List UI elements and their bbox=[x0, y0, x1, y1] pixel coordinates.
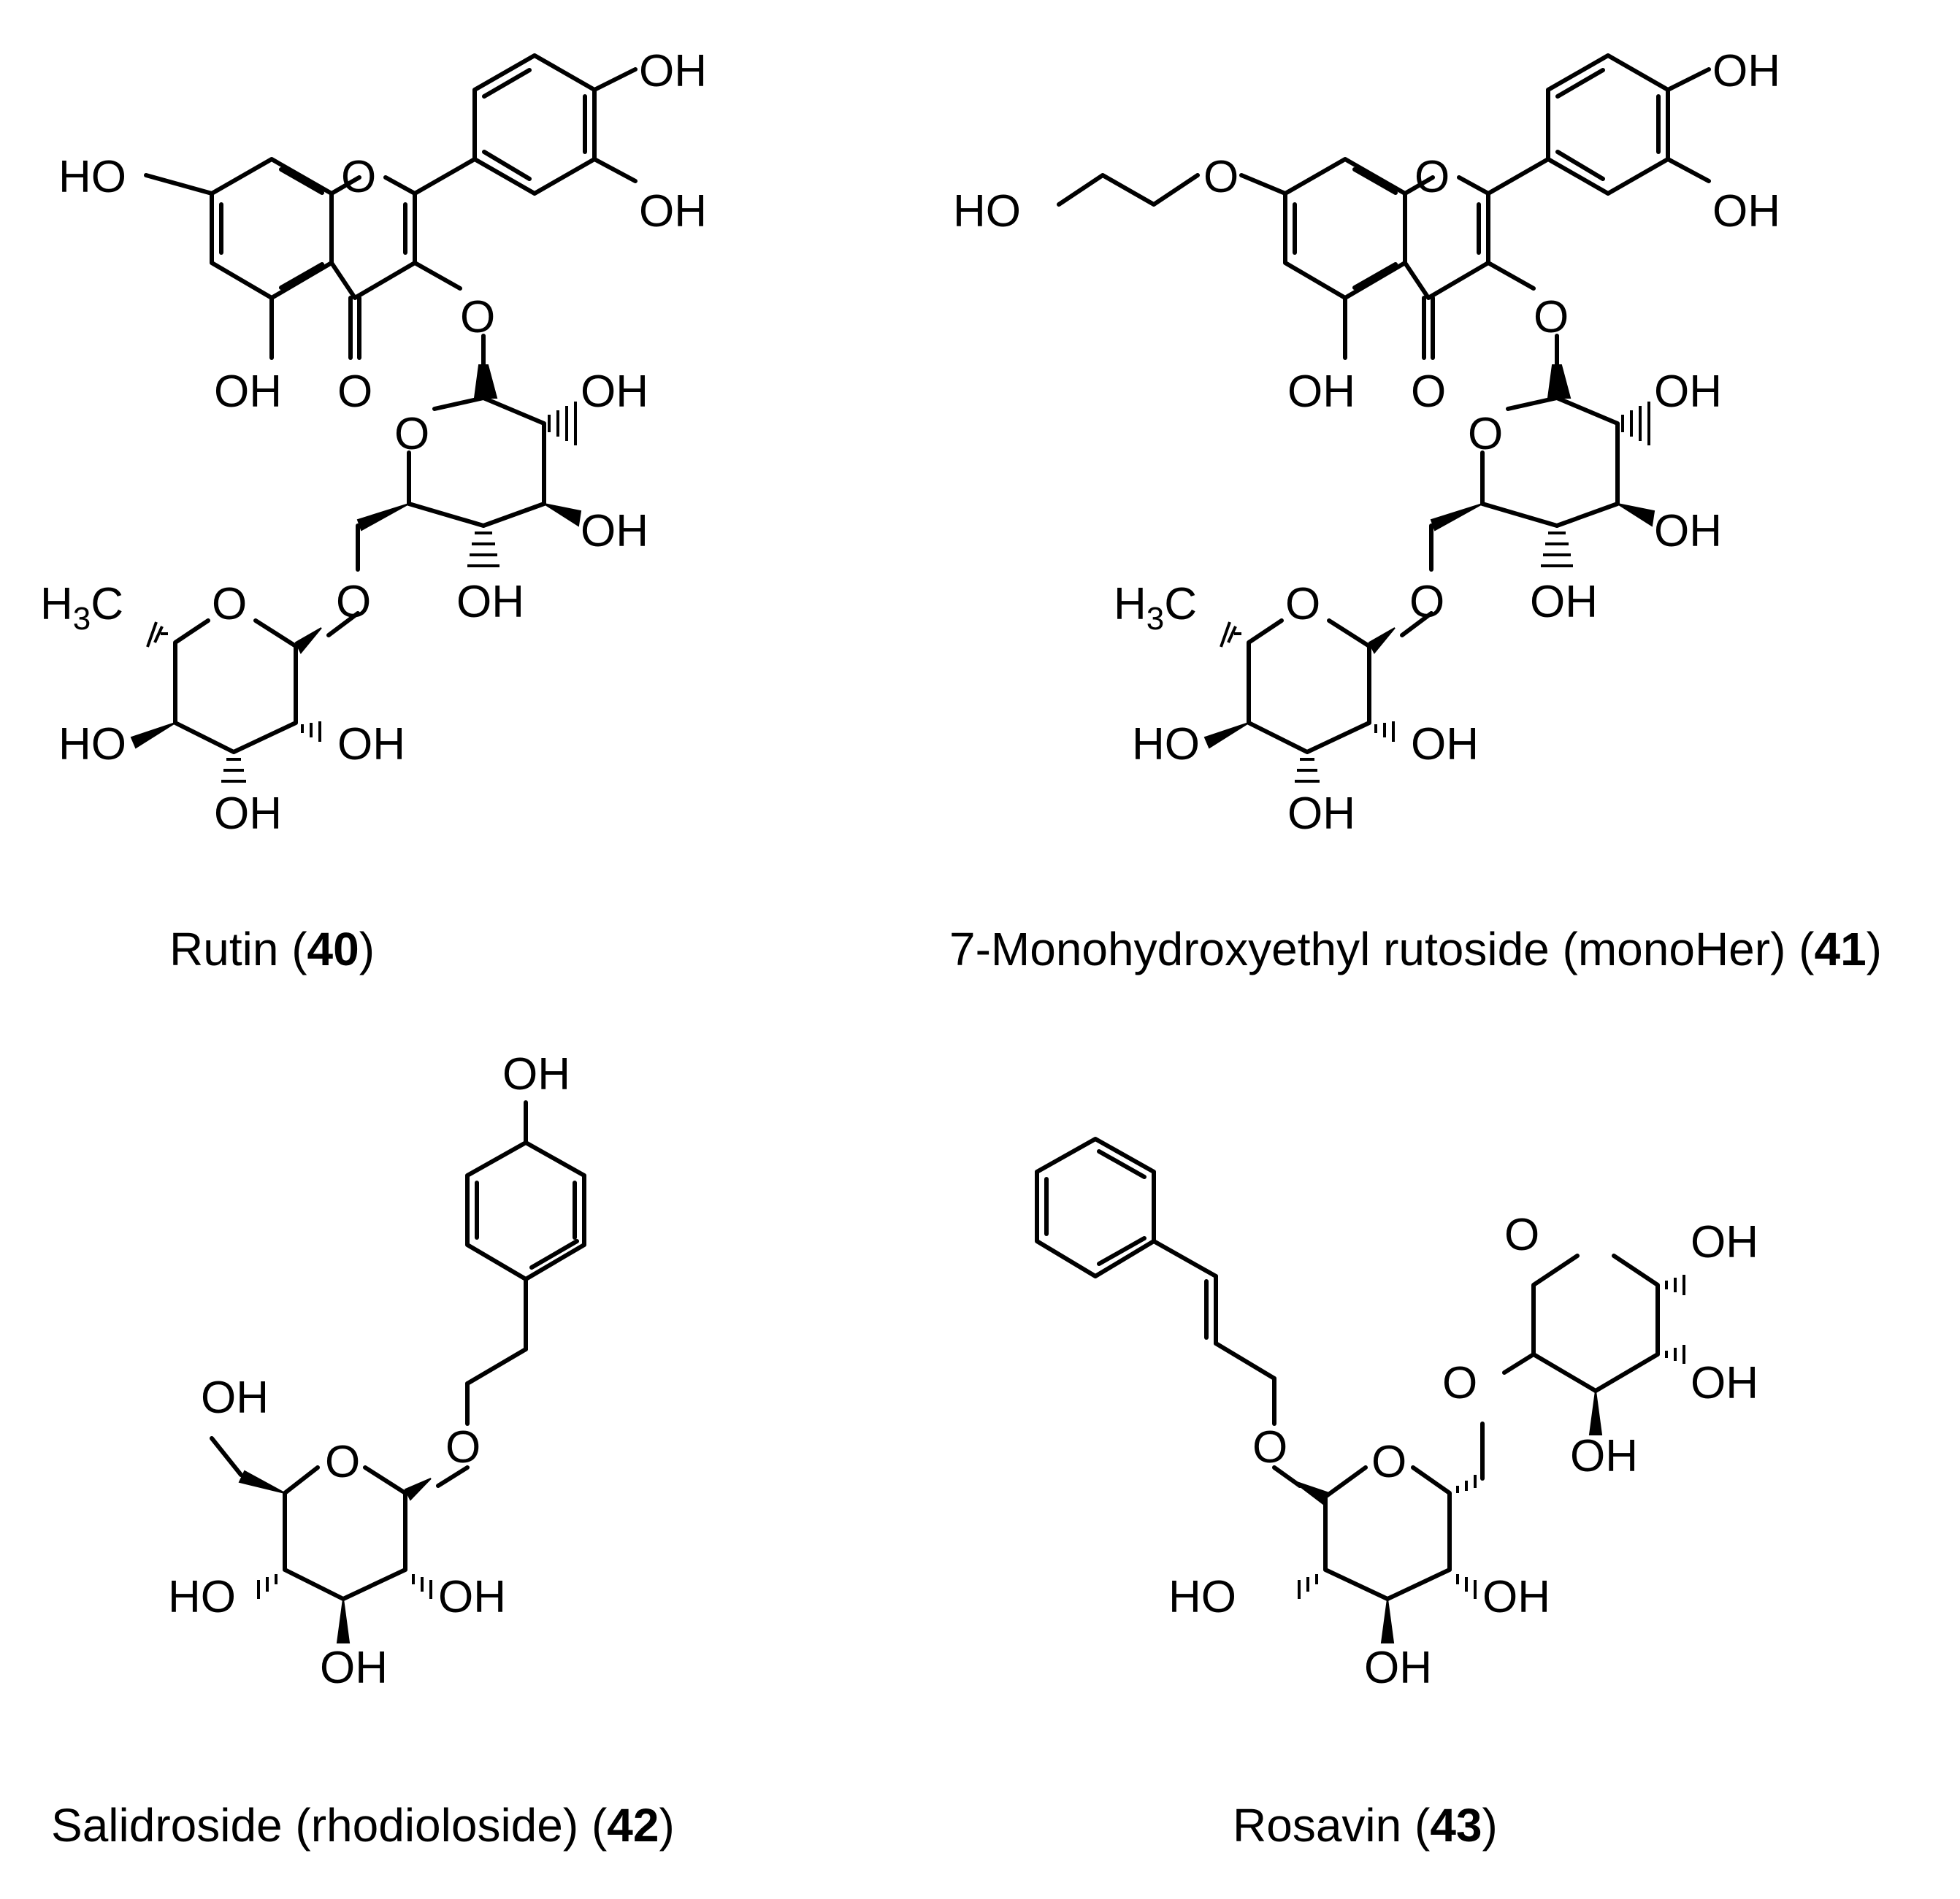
structure-monoher: HO O O OH OH O OH O O OH OH OH O H3C O H… bbox=[953, 46, 1780, 839]
atom-label: HO bbox=[953, 186, 1021, 237]
atom-label: O bbox=[1415, 152, 1450, 202]
atom-label: OH bbox=[1411, 719, 1479, 770]
caption-salidroside: Salidroside (rhodioloside) (42) bbox=[51, 1799, 675, 1852]
atom-label: OH bbox=[581, 367, 648, 417]
atom-label: O bbox=[445, 1422, 481, 1473]
atom-label: O bbox=[1504, 1210, 1539, 1260]
atom-label: OH bbox=[1287, 789, 1355, 839]
atom-label: O bbox=[1203, 152, 1239, 202]
atom-label: O bbox=[394, 409, 429, 459]
atom-label: O bbox=[336, 577, 371, 627]
caption-monoher: 7-Monohydroxyethyl rutoside (monoHer) (4… bbox=[949, 923, 1882, 975]
atom-label: OH bbox=[214, 789, 282, 839]
atom-label: HO bbox=[58, 719, 126, 770]
atom-label: OH bbox=[1530, 577, 1598, 627]
atom-label: HO bbox=[58, 152, 126, 202]
atom-label: O bbox=[1371, 1437, 1406, 1487]
atom-label: O bbox=[1409, 577, 1444, 627]
atom-label: OH bbox=[320, 1643, 388, 1693]
structure-salidroside: OH OH O O HO OH OH Salidroside (rhodiolo… bbox=[51, 1049, 675, 1852]
atom-label: OH bbox=[581, 506, 648, 556]
atom-label: OH bbox=[201, 1373, 269, 1423]
atom-label: O bbox=[1252, 1422, 1287, 1473]
atom-label: HO bbox=[1168, 1572, 1236, 1622]
atom-label: OH bbox=[1364, 1643, 1432, 1693]
methyl-label: H3C bbox=[40, 579, 123, 637]
atom-label: OH bbox=[1570, 1431, 1638, 1481]
atom-label: O bbox=[1411, 367, 1446, 417]
atom-label: O bbox=[1442, 1358, 1477, 1408]
atom-label: OH bbox=[1654, 367, 1722, 417]
atom-label: O bbox=[337, 367, 372, 417]
atom-label: O bbox=[325, 1437, 360, 1487]
atom-label: OH bbox=[639, 186, 707, 237]
atom-label: OH bbox=[1712, 46, 1780, 96]
atom-label: HO bbox=[168, 1572, 236, 1622]
atom-label: O bbox=[460, 292, 495, 342]
atom-label: OH bbox=[1482, 1572, 1550, 1622]
atom-label: OH bbox=[214, 367, 282, 417]
methyl-label: H3C bbox=[1114, 579, 1197, 637]
atom-label: O bbox=[212, 579, 247, 629]
atom-label: HO bbox=[1132, 719, 1200, 770]
atom-label: OH bbox=[438, 1572, 506, 1622]
structure-rutin: HO O OH OH O OH O O OH OH OH O H3C O HO … bbox=[40, 46, 707, 975]
structure-rosavin: O OH O OH OH O O HO OH OH Rosavin (43) bbox=[1035, 1137, 1758, 1852]
atom-label: OH bbox=[456, 577, 524, 627]
atom-label: OH bbox=[502, 1049, 570, 1100]
caption-rutin: Rutin (40) bbox=[169, 923, 375, 975]
atom-label: O bbox=[1468, 409, 1503, 459]
atom-label: O bbox=[1285, 579, 1320, 629]
atom-label: OH bbox=[1287, 367, 1355, 417]
caption-rosavin: Rosavin (43) bbox=[1233, 1799, 1498, 1852]
atom-label: OH bbox=[1654, 506, 1722, 556]
atom-label: OH bbox=[1712, 186, 1780, 237]
atom-label: OH bbox=[639, 46, 707, 96]
atom-label: OH bbox=[1691, 1217, 1758, 1267]
atom-label: OH bbox=[1691, 1358, 1758, 1408]
atom-label: O bbox=[341, 152, 376, 202]
atom-label: O bbox=[1534, 292, 1569, 342]
atom-label: OH bbox=[337, 719, 405, 770]
